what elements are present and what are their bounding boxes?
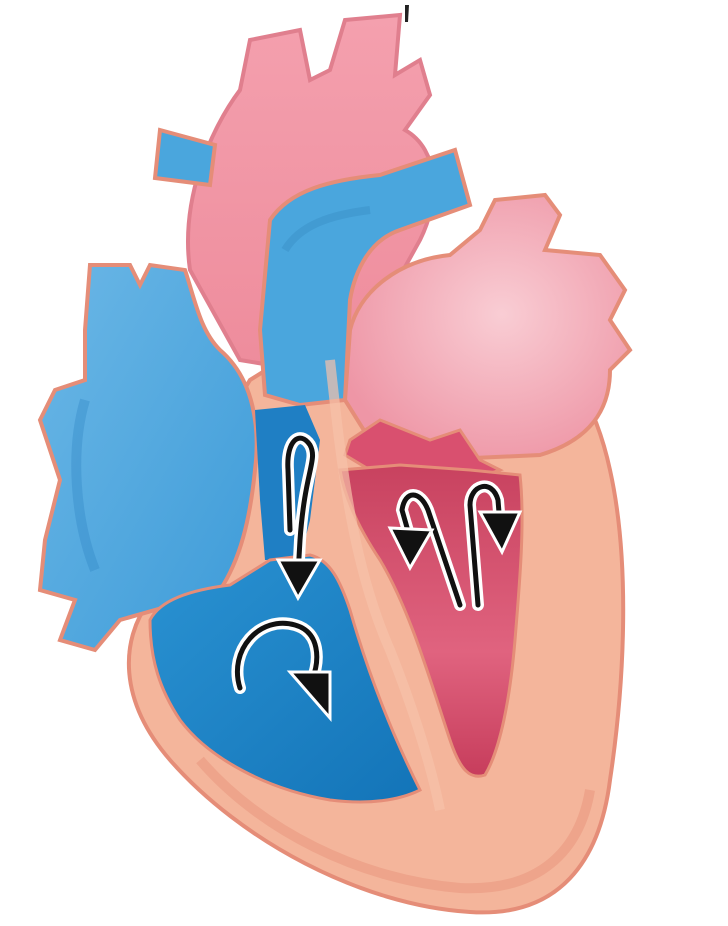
top-mark [405,5,409,22]
superior-vena-cava-branch [155,130,215,185]
